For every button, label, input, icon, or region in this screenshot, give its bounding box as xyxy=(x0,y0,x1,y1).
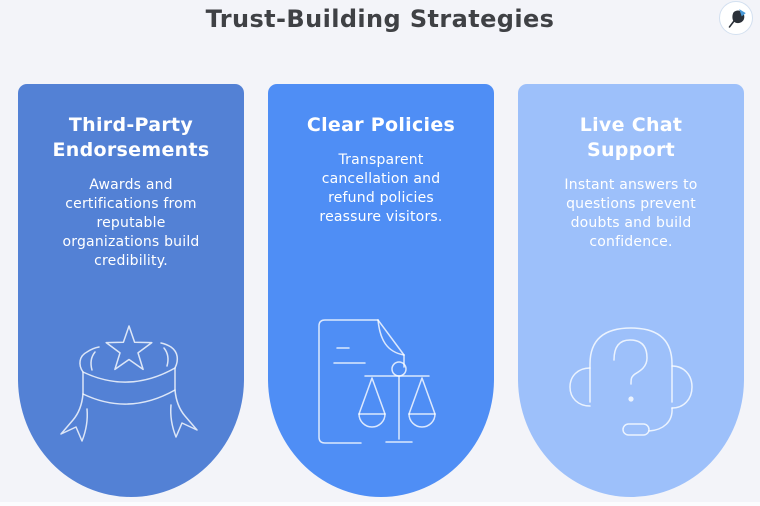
card-heading: Third-Party Endorsements xyxy=(52,114,210,161)
document-scales-icon xyxy=(301,310,461,455)
pushpin-icon xyxy=(723,5,749,31)
card-third-party-endorsements: Third-Party Endorsements Awards and cert… xyxy=(18,84,244,497)
card-heading: Clear Policies xyxy=(306,114,456,136)
page-title: Trust-Building Strategies xyxy=(205,5,555,33)
pin-badge[interactable] xyxy=(719,1,753,35)
card-body-text: Instant answers to questions prevent dou… xyxy=(564,177,698,250)
headset-question-icon xyxy=(551,314,711,459)
card-heading: Live Chat Support xyxy=(579,114,683,161)
star-ribbon-icon xyxy=(51,310,211,455)
card-body-text: Awards and certifications from reputable… xyxy=(62,177,200,269)
bottom-edge-strip xyxy=(0,502,760,506)
card-body-text: Transparent cancellation and refund poli… xyxy=(319,152,443,225)
card-clear-policies: Clear Policies Transparent cancellation … xyxy=(268,84,494,497)
card-live-chat-support: Live Chat Support Instant answers to que… xyxy=(518,84,744,497)
